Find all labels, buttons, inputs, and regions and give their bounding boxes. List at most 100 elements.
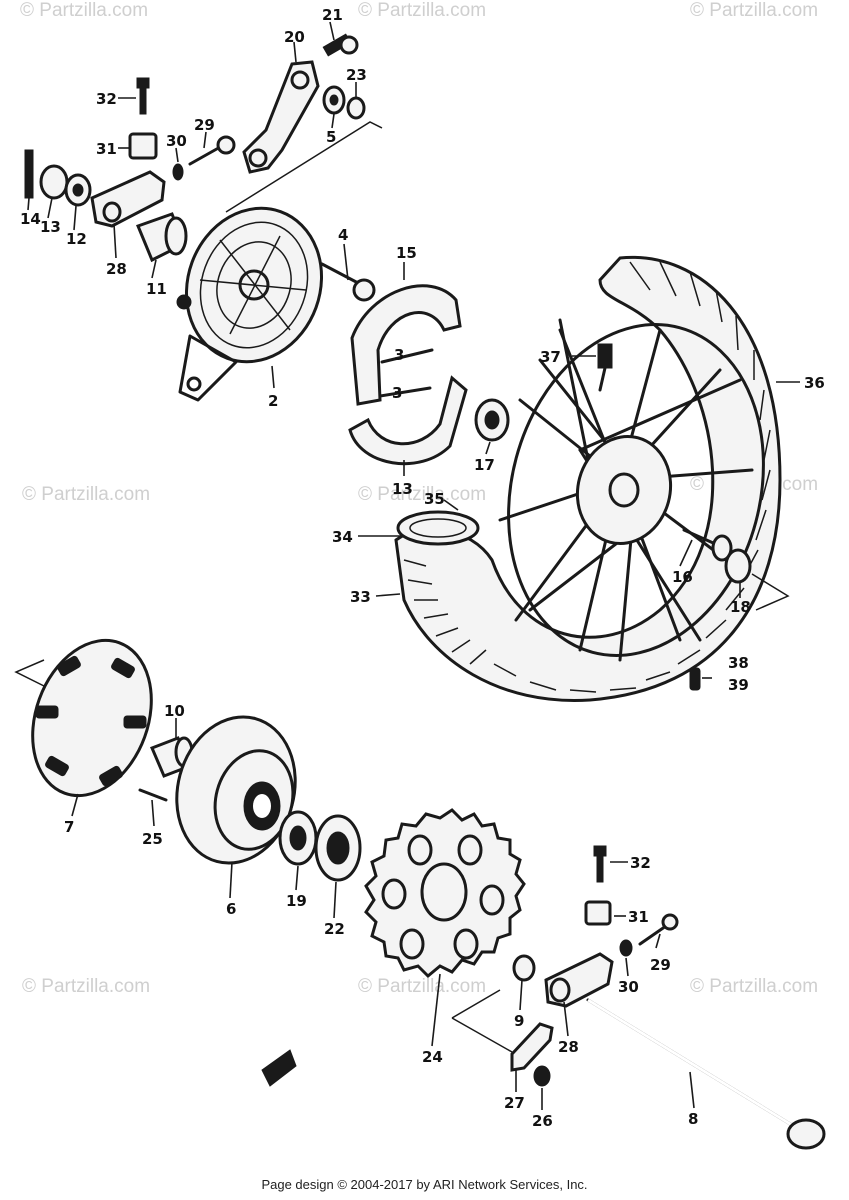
callout-15: 15 [396, 244, 417, 262]
callout-28: 28 [106, 260, 127, 278]
leader-lines [27, 21, 800, 1110]
torque-link-hole [248, 148, 268, 168]
bolt-25 [138, 788, 168, 802]
callout-3: 3 [394, 346, 404, 364]
valve-37 [597, 343, 613, 392]
chain-case-bracket-27 [510, 1022, 554, 1072]
watermark: © Partzilla.com [358, 484, 486, 505]
callout-3: 3 [392, 384, 402, 402]
watermark: © Partzilla.com [690, 976, 818, 997]
callout-12: 12 [66, 230, 87, 248]
oil-seal-22 [314, 814, 362, 882]
callout-32: 32 [630, 854, 651, 872]
tire-section-34 [396, 510, 480, 546]
adjuster-nut-31-lower [584, 900, 612, 926]
axle-nut-13 [39, 164, 69, 200]
watermark: © Partzilla.com [690, 0, 818, 21]
bolt-32-lower [593, 845, 607, 883]
bolt-21 [322, 33, 359, 57]
sprocket-drum-6 [175, 715, 297, 865]
callout-27: 27 [504, 1094, 525, 1112]
callout-31: 31 [628, 908, 649, 926]
brake-panel-2 [176, 206, 324, 402]
adjuster-nut-31-upper [128, 132, 158, 160]
callout-28: 28 [558, 1038, 579, 1056]
adjuster-bolt-29-lower [638, 913, 679, 946]
callout-2: 2 [268, 392, 278, 410]
callout-6: 6 [226, 900, 236, 918]
callout-20: 20 [284, 28, 305, 46]
page-footer: Page design © 2004-2017 by ARI Network S… [261, 1177, 588, 1192]
bearing-19 [278, 810, 318, 866]
callout-16: 16 [672, 568, 693, 586]
assembly-line [14, 659, 45, 687]
shoe-spring-3 [378, 386, 432, 398]
callout-37: 37 [540, 348, 561, 366]
nut-9 [512, 954, 536, 982]
rear-sprocket-24 [364, 808, 526, 979]
assembly-line [225, 121, 383, 213]
callout-21: 21 [322, 6, 343, 24]
chain-adjuster-28-upper [90, 170, 166, 228]
bolt-32-upper [136, 77, 150, 115]
callout-7: 7 [64, 818, 74, 836]
assembly-line [451, 989, 513, 1053]
watermark: © Partzilla.com [358, 976, 486, 997]
callout-36: 36 [804, 374, 825, 392]
washer-30-lower [619, 939, 633, 957]
callout-19: 19 [286, 892, 307, 910]
callout-10: 10 [164, 702, 185, 720]
chain-adjuster-28-lower [544, 952, 614, 1008]
brake-shoes-15 [348, 284, 468, 466]
shoe-spring-3 [380, 348, 434, 364]
callout-23: 23 [346, 66, 367, 84]
callout-14: 14 [20, 210, 41, 228]
torque-link-hole [290, 70, 310, 90]
callout-18: 18 [730, 598, 751, 616]
callout-34: 34 [332, 528, 353, 546]
torque-link-20 [242, 60, 320, 174]
callout-38: 38 [728, 654, 749, 672]
cush-drive-damper-7 [14, 638, 153, 798]
rear-wheel-assembly [394, 255, 790, 703]
rear-axle-8 [586, 998, 826, 1150]
cotter-pin-14 [24, 149, 34, 199]
chain-joint-clip [261, 1049, 297, 1087]
callout-13: 13 [40, 218, 61, 236]
callout-13: 13 [392, 480, 413, 498]
callout-32: 32 [96, 90, 117, 108]
washer-30-upper [172, 163, 184, 181]
callout-35: 35 [424, 490, 445, 508]
brake-cam-4 [320, 262, 376, 302]
callout-26: 26 [532, 1112, 553, 1130]
callout-8: 8 [688, 1110, 698, 1128]
callout-22: 22 [324, 920, 345, 938]
watermark: © Partzilla.com [358, 0, 486, 21]
callout-labels: 21 20 23 5 32 31 30 29 14 13 12 28 11 4 … [20, 6, 825, 1130]
watermark: © Partzilla.com [22, 484, 150, 505]
callout-30: 30 [166, 132, 187, 150]
callout-4: 4 [338, 226, 348, 244]
callout-11: 11 [146, 280, 167, 298]
callout-30: 30 [618, 978, 639, 996]
watermark: © Partzilla.com [22, 976, 150, 997]
adjuster-bolt-29-upper [188, 135, 236, 166]
bearing-17 [474, 398, 510, 442]
watermarks: © Partzilla.com © Partzilla.com © Partzi… [20, 0, 818, 997]
assembly-line [751, 573, 790, 611]
callout-24: 24 [422, 1048, 443, 1066]
watermark: © Partzilla.com [20, 0, 148, 21]
nut-23 [346, 96, 366, 120]
callout-25: 25 [142, 830, 163, 848]
callout-39: 39 [728, 676, 749, 694]
callout-31: 31 [96, 140, 117, 158]
oil-seal-18 [724, 548, 752, 584]
callout-17: 17 [474, 456, 495, 474]
callout-29: 29 [650, 956, 671, 974]
torque-link-assembly [24, 33, 383, 263]
callout-29: 29 [194, 116, 215, 134]
callout-5: 5 [326, 128, 336, 146]
balance-weight-38-39 [689, 667, 701, 691]
callout-33: 33 [350, 588, 371, 606]
